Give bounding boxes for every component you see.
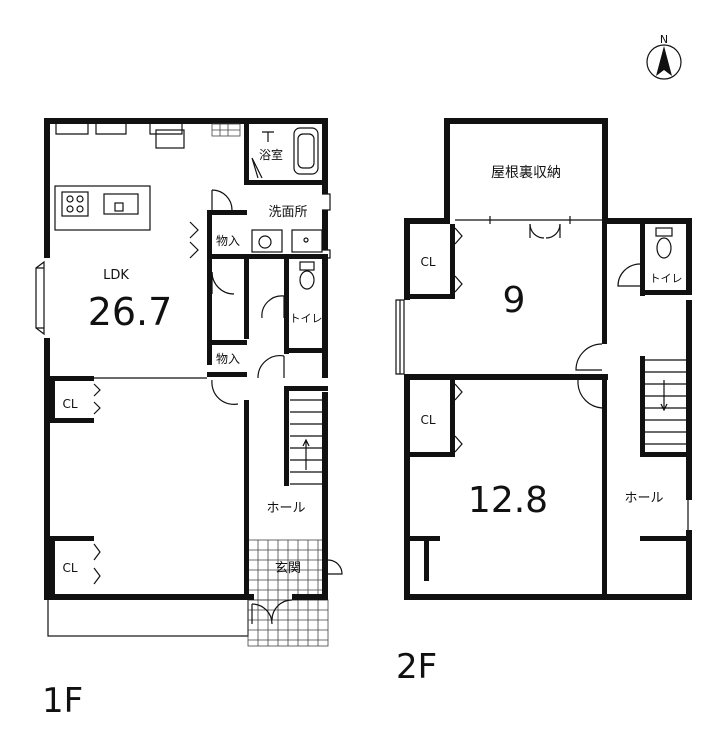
storage-2-label: 物入 [216, 352, 240, 366]
shower-icon [262, 131, 274, 142]
washroom-label: 洗面所 [268, 205, 307, 220]
storage-1-label: 物入 [216, 234, 240, 248]
first-toilet-label: トイレ [290, 312, 323, 325]
bath-label: 浴室 [259, 147, 283, 162]
compass-ring [646, 44, 682, 80]
north-compass: N [646, 33, 682, 80]
second-closet-1-label: CL [420, 255, 435, 269]
second-toilet-fixture [655, 227, 673, 259]
washroom-fixtures [251, 229, 323, 253]
first-floor-doors [93, 189, 343, 625]
fridge-outline [155, 129, 185, 149]
first-floor-label: 1F [42, 681, 83, 721]
second-floor-plan: 屋根裏収納 9 12.8 CL CL トイレ ホール 2F [395, 118, 692, 687]
bathtub [293, 127, 319, 175]
wash-basin [251, 229, 283, 253]
second-floor-label: 2F [396, 647, 437, 687]
second-floor-windows [395, 216, 689, 600]
room-a-size-label: 9 [503, 280, 526, 321]
entrance-label: 玄関 [275, 561, 301, 576]
ldk-label: LDK [103, 268, 129, 283]
first-floor-walls [44, 118, 328, 600]
compass-north-label: N [660, 33, 668, 46]
porch-tiles [247, 599, 329, 647]
first-hall-label: ホール [266, 501, 305, 516]
terrace-outline [47, 597, 249, 637]
first-toilet-fixture [299, 261, 315, 290]
washing-machine [291, 229, 323, 253]
attic-storage-label: 屋根裏収納 [491, 164, 561, 181]
first-closet-2-label: CL [62, 561, 77, 575]
north-arrow-icon [656, 46, 672, 76]
stairs-2f [645, 359, 686, 445]
second-toilet-label: トイレ [650, 272, 683, 285]
stairs-1f [290, 399, 322, 485]
ldk-size-label: 26.7 [88, 290, 173, 334]
second-floor-walls [404, 118, 692, 600]
first-closet-1-label: CL [62, 397, 77, 411]
first-floor-plan: LDK 26.7 浴室 洗面所 物入 物入 トイレ CL CL ホール 玄関 1… [35, 118, 343, 721]
bath-fixtures [251, 127, 319, 179]
second-closet-2-label: CL [420, 413, 435, 427]
first-floor-windows [35, 123, 331, 600]
second-floor-doors [454, 223, 641, 453]
kitchen-counter [54, 129, 185, 231]
room-b-size-label: 12.8 [468, 480, 548, 521]
second-hall-label: ホール [624, 491, 663, 506]
